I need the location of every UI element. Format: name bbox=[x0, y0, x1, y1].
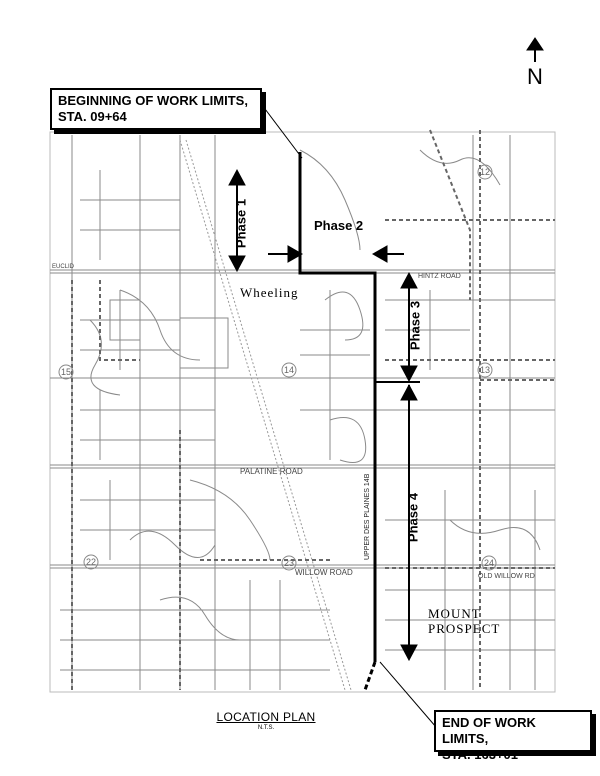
road-label-willow: WILLOW ROAD bbox=[295, 568, 353, 577]
section-numbers: 12 13 14 15 22 23 24 bbox=[61, 167, 494, 568]
road-label-upper-des-plaines: UPPER DES PLAINES 14B bbox=[364, 473, 371, 560]
title-scale: N.T.S. bbox=[257, 725, 275, 731]
section-number: 15 bbox=[61, 367, 71, 377]
north-arrow-icon bbox=[526, 37, 544, 62]
municipal-boundary bbox=[71, 129, 555, 690]
section-number: 23 bbox=[284, 558, 294, 568]
phase-1-label: Phase 1 bbox=[233, 198, 249, 249]
phase-4-label: Phase 4 bbox=[405, 492, 421, 543]
street-grid bbox=[49, 131, 556, 693]
section-number: 24 bbox=[484, 558, 494, 568]
road-label-hintz: HINTZ ROAD bbox=[418, 273, 461, 280]
phase-limit-arrows bbox=[228, 168, 420, 662]
end-callout-line1: END OF WORK LIMITS, bbox=[442, 715, 536, 746]
north-indicator: N bbox=[520, 38, 550, 90]
end-work-limits-callout: END OF WORK LIMITS, STA. 163+01 bbox=[434, 710, 592, 762]
road-label-old-willow: OLD WILLOW RD bbox=[478, 573, 535, 580]
place-label-prospect: PROSPECT bbox=[428, 621, 501, 636]
place-label-wheeling: Wheeling bbox=[240, 285, 299, 300]
title-main: LOCATION PLAN bbox=[216, 710, 316, 724]
location-plan-title: LOCATION PLAN N.T.S. bbox=[216, 710, 316, 731]
section-number: 22 bbox=[86, 557, 96, 567]
phase-3-label: Phase 3 bbox=[407, 300, 423, 351]
place-label-mount: MOUNT bbox=[428, 606, 481, 621]
end-callout-line2: STA. 163+01 bbox=[442, 747, 519, 762]
section-number: 13 bbox=[480, 365, 490, 375]
begin-callout-line1: BEGINNING OF WORK LIMITS, bbox=[58, 93, 248, 108]
begin-callout-line2: STA. 09+64 bbox=[58, 109, 127, 124]
road-label-euclid: EUCLID bbox=[52, 264, 75, 270]
phase-2-label: Phase 2 bbox=[314, 218, 364, 233]
north-letter: N bbox=[527, 64, 543, 89]
road-label-palatine: PALATINE ROAD bbox=[240, 467, 303, 476]
section-number: 12 bbox=[480, 167, 490, 177]
section-number: 14 bbox=[284, 365, 294, 375]
section-markers bbox=[58, 164, 497, 571]
work-route bbox=[255, 96, 437, 728]
begin-work-limits-callout: BEGINNING OF WORK LIMITS, STA. 09+64 bbox=[50, 88, 262, 130]
